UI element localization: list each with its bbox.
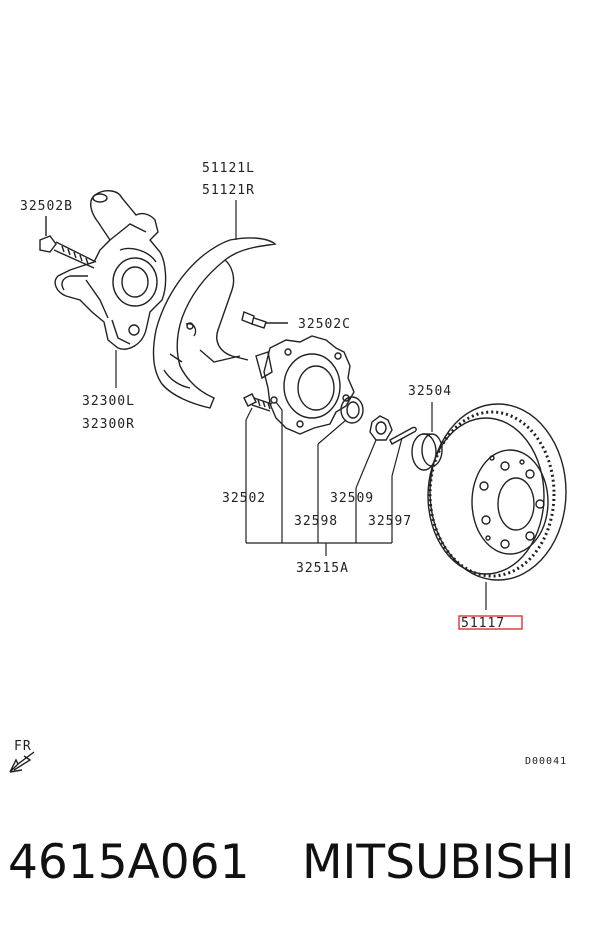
label-32502: 32502: [222, 491, 266, 506]
part-number: 4615A061: [8, 835, 250, 890]
brake-rotor: [427, 403, 567, 581]
brand-name: MITSUBISHI: [302, 835, 575, 890]
dust-shield: [152, 237, 277, 409]
label-32502c: 32502C: [298, 317, 351, 332]
castle-nut: [369, 415, 393, 441]
bolt-32502b: [39, 216, 97, 269]
label-51121r: 51121R: [202, 183, 255, 198]
highlight-box: [458, 615, 523, 630]
label-51121l: 51121L: [202, 161, 255, 176]
label-32597: 32597: [368, 514, 412, 529]
label-32300r: 32300R: [82, 417, 135, 432]
front-arrow-icon: [9, 751, 35, 773]
label-32502b: 32502B: [20, 199, 73, 214]
label-32504: 32504: [408, 384, 452, 399]
cotter-pin: [389, 426, 417, 445]
steering-knuckle: [54, 190, 167, 350]
footer: 4615A061 MITSUBISHI: [0, 835, 600, 915]
diagram-code: D00041: [525, 756, 567, 767]
hub-bolt: [243, 393, 273, 412]
direction-label: FR: [14, 739, 32, 754]
label-32598: 32598: [294, 514, 338, 529]
leader-lines: [115, 200, 487, 610]
bearing-ring: [340, 396, 364, 424]
bolt-32502c: [241, 311, 288, 329]
hub-flange: [255, 335, 355, 435]
label-32509: 32509: [330, 491, 374, 506]
label-51117: 51117: [461, 616, 505, 631]
label-32300l: 32300L: [82, 394, 135, 409]
label-32515a: 32515A: [296, 561, 349, 576]
parts-diagram: 32502B 32300L 32300R 51121L 51121R 32502…: [9, 161, 567, 773]
